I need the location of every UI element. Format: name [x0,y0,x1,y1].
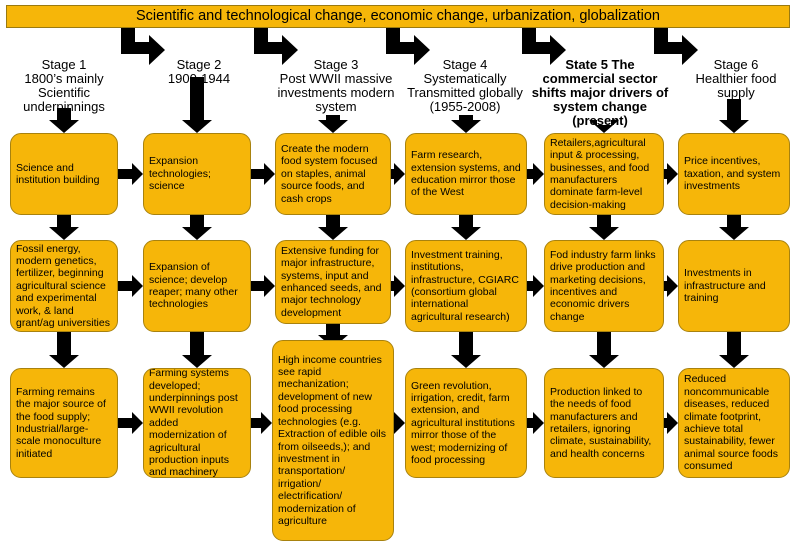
bent-arrow-4 [522,28,566,65]
right-arrow-row3-3 [394,412,405,434]
box-text: Investments in infrastructure and traini… [684,267,766,305]
box-stage5-row1: Retailers,agricultural input & processin… [544,133,664,215]
right-arrow-row2-1 [118,275,143,297]
box-text: Farming systems developed; underpinnings… [149,368,238,478]
box-text: Fossil energy, modern genetics, fertiliz… [16,242,110,330]
down-arrow-row2-col2 [182,332,212,368]
box-text: Farm research, extension systems, and ed… [411,149,521,199]
bent-arrow-5 [654,28,698,65]
right-arrow-row1-1 [118,163,143,185]
box-text: Expansion of science; develop reaper; ma… [149,261,238,311]
right-arrow-row1-3 [391,163,405,185]
box-stage1-row3: Farming remains the major source of the … [10,368,118,478]
box-text: Extensive funding for major infrastructu… [281,244,382,319]
box-stage6-row1: Price incentives, taxation, and system i… [678,133,790,215]
box-stage5-row3: Production linked to the needs of food m… [544,368,664,478]
down-arrow-header-col2 [182,77,212,133]
down-arrow-header-col5 [589,120,619,133]
down-arrow-row1-col5 [589,215,619,240]
box-text: Retailers,agricultural input & processin… [550,136,650,211]
box-text: Expansion technologies; science [149,155,211,193]
down-arrow-row1-col6 [719,215,749,240]
right-arrow-row3-5 [664,412,678,434]
box-stage4-row2: Investment training, institutions, infra… [405,240,527,332]
box-stage4-row3: Green revolution, irrigation, credit, fa… [405,368,527,478]
box-stage1-row1: Science and institution building [10,133,118,215]
right-arrow-row3-2 [251,412,272,434]
down-arrow-row2-col4 [451,332,481,368]
right-arrow-row2-3 [391,275,405,297]
down-arrow-row1-col1 [49,215,79,240]
down-arrow-row2-col1 [49,332,79,368]
box-stage3-row3: High income countries see rapid mechaniz… [272,340,394,541]
right-arrow-row1-4 [527,163,544,185]
box-stage4-row1: Farm research, extension systems, and ed… [405,133,527,215]
right-arrow-row1-2 [251,163,275,185]
down-arrow-row2-col3 [318,324,348,348]
right-arrow-row1-5 [664,163,678,185]
down-arrow-row1-col4 [451,215,481,240]
box-text: Investment training, institutions, infra… [411,248,519,323]
down-arrow-row2-col6 [719,332,749,368]
box-text: Reduced noncommunicable diseases, reduce… [684,373,778,473]
right-arrow-row2-5 [664,275,678,297]
box-stage1-row2: Fossil energy, modern genetics, fertiliz… [10,240,118,332]
box-text: Green revolution, irrigation, credit, fa… [411,379,515,467]
box-text: Production linked to the needs of food m… [550,385,652,460]
box-stage3-row1: Create the modern food system focused on… [275,133,391,215]
box-stage2-row2: Expansion of science; develop reaper; ma… [143,240,251,332]
box-text: High income countries see rapid mechaniz… [278,353,386,527]
down-arrow-header-col3 [318,115,348,133]
right-arrow-row3-4 [527,412,544,434]
box-stage5-row2: Fod industry farm links drive production… [544,240,664,332]
top-banner: Scientific and technological change, eco… [6,5,790,28]
down-arrow-header-col4 [451,115,481,133]
box-stage2-row1: Expansion technologies; science [143,133,251,215]
box-text: Price incentives, taxation, and system i… [684,155,781,193]
down-arrow-row1-col2 [182,215,212,240]
box-text: Farming remains the major source of the … [16,385,106,460]
box-text: Fod industry farm links drive production… [550,248,656,323]
box-stage6-row3: Reduced noncommunicable diseases, reduce… [678,368,790,478]
right-arrow-row2-4 [527,275,544,297]
box-stage3-row2: Extensive funding for major infrastructu… [275,240,391,324]
right-arrow-row3-1 [118,412,143,434]
down-arrow-row1-col3 [318,215,348,240]
down-arrow-row2-col5 [589,332,619,368]
bent-arrow-1 [121,28,165,65]
box-text: Create the modern food system focused on… [281,142,378,205]
box-stage6-row2: Investments in infrastructure and traini… [678,240,790,332]
down-arrow-header-col1 [49,108,79,133]
box-stage2-row3: Farming systems developed; underpinnings… [143,368,251,478]
bent-arrow-3 [386,28,430,65]
bent-arrow-2 [254,28,298,65]
down-arrow-header-col6 [719,99,749,133]
right-arrow-row2-2 [251,275,275,297]
box-text: Science and institution building [16,161,100,186]
